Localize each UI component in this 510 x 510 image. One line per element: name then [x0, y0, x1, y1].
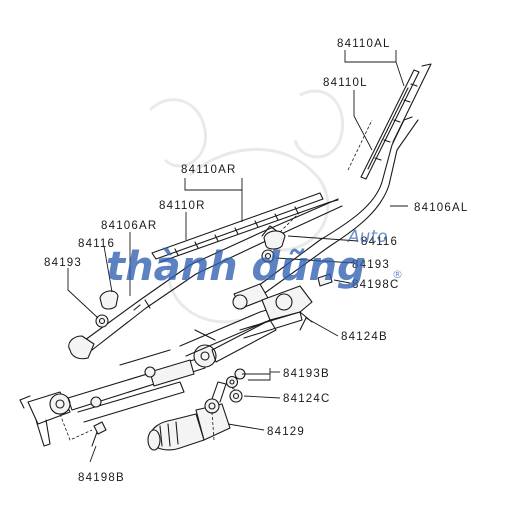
watermark-auto: Auto — [347, 227, 387, 247]
bushing-84124C — [229, 389, 243, 403]
label-84110AL: 84110AL — [337, 38, 391, 50]
wiper-arm-left-84106AL — [232, 116, 419, 310]
label-84193-right: 84193 — [352, 259, 390, 271]
label-84110AR: 84110AR — [181, 164, 237, 176]
background-emblem — [148, 89, 345, 324]
label-84193B: 84193B — [283, 368, 330, 380]
watermark-text: thành dũng — [106, 244, 366, 290]
label-84124C: 84124C — [283, 393, 330, 405]
label-84198B: 84198B — [78, 472, 125, 484]
label-84129: 84129 — [267, 426, 305, 438]
label-84110R: 84110R — [159, 200, 206, 212]
label-84110L: 84110L — [323, 77, 368, 89]
watermark-registered: ® — [392, 268, 403, 281]
wiper-motor-84129 — [147, 381, 231, 451]
nut-84193-left — [95, 314, 109, 328]
leader-lines — [67, 50, 408, 463]
bolt-84198B — [91, 421, 107, 447]
label-84124B: 84124B — [341, 331, 388, 343]
nut-84193B — [225, 368, 246, 389]
callout-labels: 84110AL 84110L 84110AR 84110R 84106AR 84… — [44, 38, 468, 484]
bolt-84198C — [317, 273, 333, 287]
label-84106AL: 84106AL — [414, 202, 468, 214]
wiper-blade-left-84110L — [360, 63, 432, 180]
wiper-arm-right-84106AR — [68, 198, 343, 360]
wiper-linkage-84124B — [19, 285, 313, 447]
label-84198C: 84198C — [352, 279, 399, 291]
watermark-logo: thành dũng Auto ® — [106, 227, 403, 290]
cap-84116-left — [99, 290, 119, 310]
nut-84193-right — [261, 249, 275, 263]
label-84106AR: 84106AR — [101, 220, 157, 232]
label-84116-left: 84116 — [78, 238, 115, 250]
assembly-guides — [59, 119, 373, 441]
cap-84116-right — [263, 230, 286, 250]
label-84193-left: 84193 — [44, 257, 82, 269]
label-84116-right: 84116 — [361, 236, 398, 248]
